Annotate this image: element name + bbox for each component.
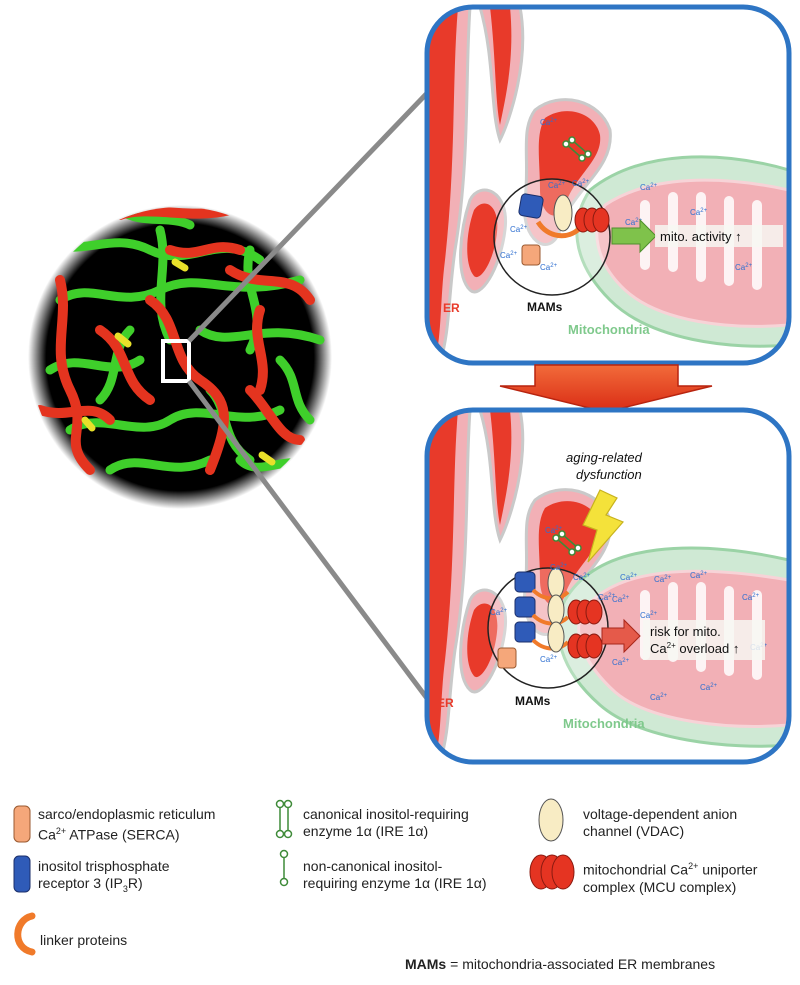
- svg-text:Ca2+: Ca2+: [620, 573, 638, 582]
- panel-normal: Ca2+ Ca2+ Ca2+ Ca2+ Ca2+ Ca2+ Ca2+ Ca2+ …: [424, 4, 792, 366]
- svg-text:Ca2+: Ca2+: [742, 593, 760, 602]
- svg-text:Ca2+: Ca2+: [490, 608, 508, 617]
- svg-text:Ca2+: Ca2+: [735, 263, 753, 272]
- overload-label-line2: Ca2+ overload ↑: [650, 641, 739, 656]
- svg-text:Ca2+: Ca2+: [545, 526, 563, 535]
- outcome-label: mito. activity ↑: [660, 229, 742, 244]
- svg-text:Ca2+: Ca2+: [640, 183, 658, 192]
- svg-text:Ca2+: Ca2+: [540, 655, 558, 664]
- zoom-box: [161, 339, 191, 383]
- svg-text:Ca2+: Ca2+: [573, 573, 591, 582]
- mcu-complexes-aging: [567, 599, 603, 659]
- svg-text:Ca2+: Ca2+: [500, 251, 518, 260]
- er-structure: [427, 7, 612, 363]
- legend-mcu-line2: complex (MCU complex): [583, 878, 737, 895]
- legend-ire-canonical-line2: enzyme 1α (IRE 1α): [303, 823, 429, 839]
- legend-linker: linker proteins: [40, 932, 128, 948]
- svg-text:Ca2+: Ca2+: [510, 225, 528, 234]
- legend-serca-line2: Ca2+ ATPase (SERCA): [38, 826, 180, 843]
- mams-definition: MAMs = mitochondria-associated ER membra…: [405, 956, 715, 972]
- calcium-ions: Ca2+ Ca2+ Ca2+ Ca2+ Ca2+ Ca2+ Ca2+ Ca2+ …: [500, 118, 753, 272]
- aging-arrow: [499, 364, 713, 413]
- svg-text:Ca2+: Ca2+: [650, 693, 668, 702]
- legend-vdac: voltage-dependent anion channel (VDAC): [583, 806, 737, 840]
- svg-text:Ca2+: Ca2+: [540, 118, 558, 127]
- legend-serca-line1: sarco/endoplasmic reticulum: [38, 806, 216, 822]
- linker-protein: [535, 220, 582, 239]
- legend-mcu-line1: mitochondrial Ca2+ uniporter: [583, 861, 758, 878]
- legend-icons: [13, 798, 575, 956]
- er-label-aging: ER: [437, 696, 454, 710]
- mito-label-aging: Mitochondria: [563, 716, 645, 731]
- legend-mcu: mitochondrial Ca2+ uniporter complex (MC…: [583, 858, 757, 896]
- ire1-canonical: [562, 136, 592, 162]
- linker-legend-icon: [14, 912, 36, 956]
- ip3r-channels-aging: [514, 571, 536, 643]
- mito-label: Mitochondria: [568, 322, 650, 337]
- lightning-icon: [582, 489, 625, 563]
- mams-definition-text: = mitochondria-associated ER membranes: [446, 956, 716, 972]
- mcu-complex: [574, 207, 610, 233]
- ire-canonical-legend-icon: [275, 799, 293, 839]
- svg-text:Ca2+: Ca2+: [598, 593, 616, 602]
- ip3r-legend-icon: [13, 855, 31, 893]
- mams-zone: [493, 178, 611, 296]
- mitochondrion: [575, 155, 789, 348]
- legend-ire-canonical-line1: canonical inositol-requiring: [303, 806, 469, 822]
- overload-label-line1: risk for mito.: [650, 624, 721, 639]
- zoom-projection-lines: [187, 86, 434, 707]
- legend-ire-noncanonical-line1: non-canonical inositol-: [303, 858, 443, 874]
- svg-text:Ca2+: Ca2+: [550, 563, 568, 572]
- serca-legend-icon: [13, 805, 31, 843]
- svg-text:Ca2+: Ca2+: [572, 179, 590, 188]
- svg-text:Ca2+: Ca2+: [700, 683, 718, 692]
- serca-pump: [521, 244, 541, 266]
- dysfunction-label-line1: aging-related: [566, 450, 643, 465]
- overload-arrow: [601, 618, 641, 654]
- mams-label: MAMs: [527, 300, 563, 314]
- svg-text:Ca2+: Ca2+: [640, 611, 658, 620]
- legend-vdac-line1: voltage-dependent anion: [583, 806, 738, 822]
- er-label: ER: [443, 301, 460, 315]
- legend-vdac-line2: channel (VDAC): [583, 823, 685, 839]
- overlap-spots: [81, 258, 276, 466]
- activity-arrow: [611, 218, 657, 254]
- legend-ip3r: inositol trisphosphate receptor 3 (IP3R): [38, 858, 170, 898]
- svg-text:Ca2+: Ca2+: [690, 208, 708, 217]
- er-network: [35, 207, 315, 475]
- microscopy-image: [28, 205, 332, 509]
- svg-text:Ca2+: Ca2+: [612, 595, 630, 604]
- legend-ip3r-line2: receptor 3 (IP3R): [38, 875, 143, 894]
- mams-label-aging: MAMs: [515, 694, 551, 708]
- legend-ire-canonical: canonical inositol-requiring enzyme 1α (…: [303, 806, 469, 840]
- mams-term: MAMs: [405, 956, 447, 972]
- dysfunction-label-line2: dysfunction: [576, 467, 642, 482]
- serca-pump-aging: [497, 647, 517, 669]
- legend-ip3r-line1: inositol trisphosphate: [38, 858, 170, 874]
- ip3r-channel: [518, 193, 544, 219]
- svg-text:Ca2+: Ca2+: [625, 218, 643, 227]
- vdac-legend-icon: [538, 798, 564, 842]
- panel-normal-border: [424, 4, 792, 366]
- panel-aging-border: [424, 407, 792, 765]
- ire1-aging: [552, 530, 582, 556]
- svg-text:Ca2+: Ca2+: [548, 181, 566, 190]
- svg-text:Ca2+: Ca2+: [612, 658, 630, 667]
- legend-serca: sarco/endoplasmic reticulum Ca2+ ATPase …: [38, 806, 215, 844]
- vdac-channels-aging: [547, 567, 565, 653]
- svg-text:Ca2+: Ca2+: [690, 571, 708, 580]
- svg-text:Ca2+: Ca2+: [540, 263, 558, 272]
- ire-noncanonical-legend-icon: [279, 849, 289, 887]
- mcu-legend-icon: [529, 854, 575, 890]
- legend-ire-noncanonical-line2: requiring enzyme 1α (IRE 1α): [303, 875, 487, 891]
- panel-aging: aging-related dysfunction Ca2+ Ca2+ Ca2+…: [424, 407, 792, 765]
- vdac-channel: [553, 194, 573, 232]
- legend-ire-noncanonical: non-canonical inositol- requiring enzyme…: [303, 858, 486, 892]
- svg-text:Ca2+: Ca2+: [654, 575, 672, 584]
